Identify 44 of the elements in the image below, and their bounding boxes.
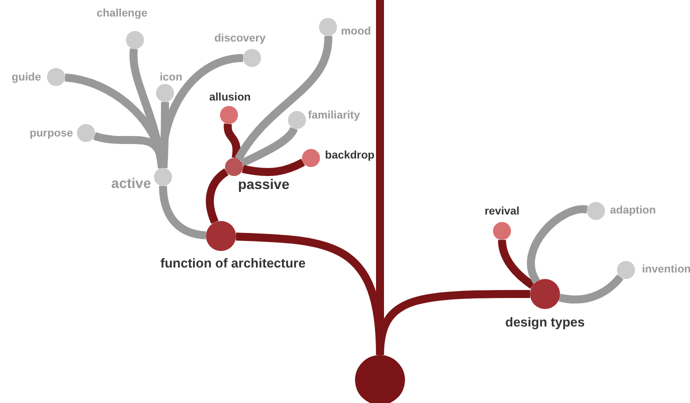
circle-node <box>243 49 261 67</box>
circle-node <box>206 221 236 251</box>
node-label: guide <box>12 72 41 84</box>
circle-node <box>288 111 306 129</box>
node-label: adaption <box>610 206 656 216</box>
branch-line <box>240 126 298 167</box>
branch-line <box>158 54 244 168</box>
circle-node <box>77 124 95 142</box>
node-label: backdrop <box>325 150 375 162</box>
branch-line <box>498 240 535 289</box>
node-label: design types <box>505 316 585 328</box>
node-label: allusion <box>209 92 251 104</box>
circle-node <box>156 84 174 102</box>
branch-line <box>526 205 588 284</box>
circle-node <box>587 202 605 220</box>
branch-line <box>160 102 169 168</box>
circle-node <box>225 158 243 176</box>
node-label: function of architecture <box>160 256 306 270</box>
circle-node <box>126 31 144 49</box>
circle-node <box>220 106 238 124</box>
circle-node <box>355 355 405 403</box>
node-label: icon <box>160 72 182 84</box>
branch-line <box>234 36 332 162</box>
branch-line <box>159 186 206 240</box>
circle-node <box>493 222 511 240</box>
circle-node <box>47 68 65 86</box>
node-label: discovery <box>214 34 266 44</box>
node-label: mood <box>341 26 371 38</box>
node-label: familiarity <box>308 110 360 122</box>
node-label: passive <box>238 177 290 191</box>
node-label: invention <box>642 264 690 276</box>
node-label: revival <box>484 206 520 218</box>
circle-node <box>530 279 560 309</box>
branch-line <box>206 168 229 224</box>
node-label: active <box>111 176 151 190</box>
circle-node <box>319 18 337 36</box>
circle-node <box>617 261 635 279</box>
branch-line <box>224 124 240 159</box>
node-label: purpose <box>30 128 73 140</box>
branch-line <box>558 274 624 304</box>
node-label: challenge <box>96 8 148 20</box>
circle-node <box>154 168 172 186</box>
circle-node <box>302 149 320 167</box>
branch-line <box>242 158 305 176</box>
